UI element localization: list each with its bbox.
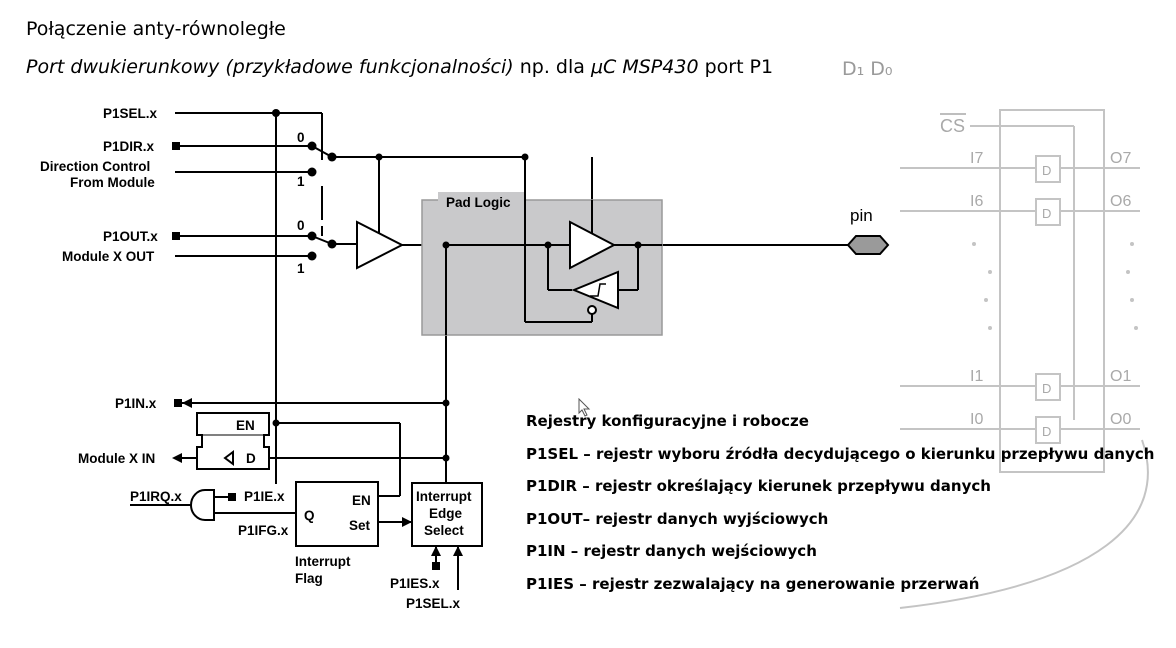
latch-in-1: I1 [970,368,983,385]
flag-set: Set [349,518,371,533]
edge-2: Edge [429,506,462,521]
latch-in-6: I6 [970,193,983,210]
slide-title: Połączenie anty-równoległe [26,18,286,40]
subtitle-middle: np. dla [513,56,591,78]
mouse-cursor-icon [578,398,591,417]
flag-en: EN [352,493,371,508]
subtitle-chip: C MSP430 [603,56,699,78]
latch-out-1: O1 [1110,368,1131,385]
subtitle-tail: port P1 [698,56,774,78]
register-name: P1IES [526,574,575,593]
int-flag-2: Flag [295,571,323,586]
mux1-zero: 0 [297,130,305,145]
latch-d-6: D [1042,206,1051,221]
edge-select-box [411,482,483,547]
label-module-in: Module X IN [78,451,155,466]
slide-subtitle: Port dwukierunkowy (przykładowe funkcjon… [26,56,773,78]
int-flag-1: Interrupt [295,554,351,569]
latch-in-0: I0 [970,411,983,428]
latch-out-6: O6 [1110,193,1131,210]
pad-logic-box [421,199,663,336]
latch-en: EN [236,418,255,433]
label-dir-ctrl-2: From Module [70,175,155,190]
mux1-one: 1 [297,174,305,189]
latch-d: D [246,451,256,466]
latch-d-1: D [1042,381,1051,396]
label-p1sel-bottom: P1SEL.x [406,596,461,611]
register-item: P1DIR – rejestr określający kierunek prz… [526,475,1154,508]
register-item: P1OUT– rejestr danych wyjściowych [526,508,1154,541]
latch-bank [899,109,1149,609]
latch-out-7: O7 [1110,150,1131,167]
subtitle-italic: Port dwukierunkowy (przykładowe funkcjon… [26,56,514,78]
schmitt-trigger [571,270,619,310]
output-buffer [356,220,405,270]
faded-d1-d0: D₁ D₀ [842,58,893,80]
register-name: P1SEL [526,444,579,463]
pin-connector [846,235,890,255]
label-p1dir: P1DIR.x [103,139,155,154]
label-p1in: P1IN.x [115,396,157,411]
latch-in-7: I7 [970,150,983,167]
register-desc: – rejestr wyboru źródła decydującego o k… [578,444,1155,463]
label-dir-ctrl-1: Direction Control [40,159,150,174]
pad-driver [569,220,617,270]
register-item: P1SEL – rejestr wyboru źródła decydujące… [526,443,1154,476]
register-item: P1IN – rejestr danych wejściowych [526,540,1154,573]
irq-and-gate [190,489,215,521]
latch-d-7: D [1042,163,1051,178]
register-desc: – rejestr danych wejściowych [565,542,817,560]
latch-out-0: O0 [1110,411,1131,428]
label-p1out: P1OUT.x [103,229,158,244]
register-heading: Rejestry konfiguracyjne i robocze [526,412,809,430]
label-module-out: Module X OUT [62,249,155,264]
edge-1: Interrupt [416,489,472,504]
register-name: P1IN [526,542,566,560]
latch-cs: CS [940,116,965,136]
label-p1ies: P1IES.x [390,576,440,591]
pad-logic-label: Pad Logic [446,195,511,210]
mux2-zero: 0 [297,218,305,233]
label-p1sel: P1SEL.x [103,106,158,121]
register-name: P1OUT [526,509,583,528]
label-p1ie: P1IE.x [244,489,285,504]
pin-label: pin [850,206,873,225]
label-p1ifg: P1IFG.x [238,523,289,538]
register-list: Rejestry konfiguracyjne i robocze P1SEL … [526,410,1154,605]
flag-q: Q [304,508,315,523]
register-desc: – rejestr danych wyjściowych [582,509,829,528]
register-desc: – rejestr określający kierunek przepływu… [577,477,991,495]
register-name: P1DIR [526,477,578,495]
mux2-one: 1 [297,261,305,276]
label-p1irq: P1IRQ.x [130,489,182,504]
register-item: P1IES – rejestr zezwalający na generowan… [526,573,1154,606]
edge-3: Select [424,523,464,538]
register-desc: – rejestr zezwalający na generowanie prz… [574,574,980,593]
subtitle-mu: μ [590,56,604,78]
latch-d-0: D [1042,424,1051,439]
interrupt-flag-box [295,481,379,547]
